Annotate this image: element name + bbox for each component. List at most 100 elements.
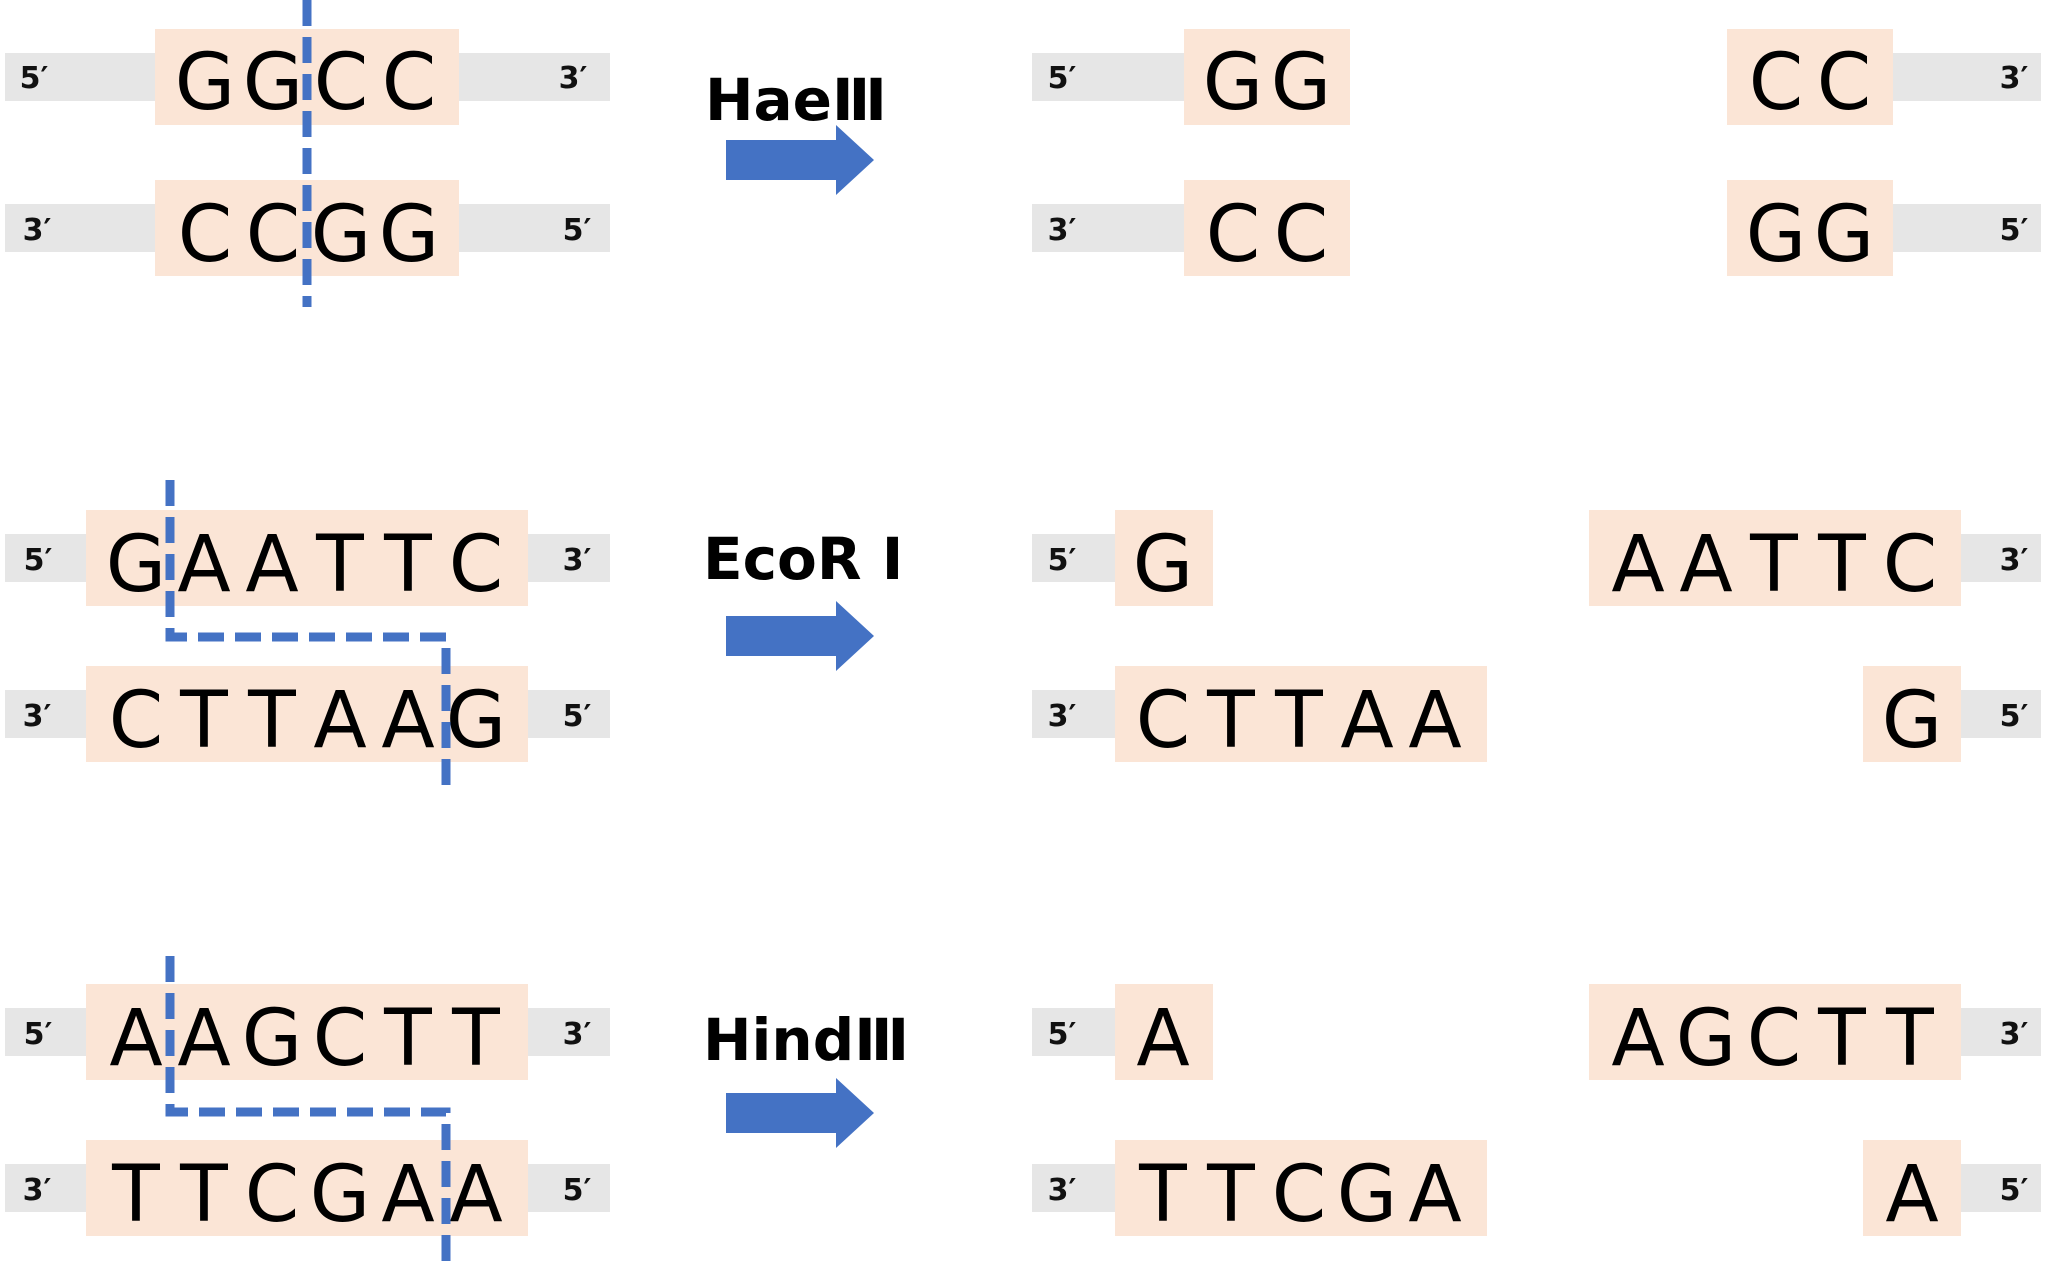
end-label-left: 5′ xyxy=(24,1017,53,1052)
strand-backbone xyxy=(1955,1164,2041,1212)
end-label-left: 5′ xyxy=(1048,543,1077,578)
base: A xyxy=(1408,1150,1461,1240)
site-bottom-strand: 3′ 5′ T T C G A A xyxy=(5,1140,610,1240)
strand-backbone xyxy=(1032,204,1187,252)
product-left-hindiii: 5′ A 3′ T T C G A xyxy=(1032,984,1487,1240)
base: T xyxy=(179,1150,228,1240)
row-ecori: 5′ 3′ G A A T T C 3′ 5′ C T T A A G xyxy=(5,480,2041,785)
base: T xyxy=(179,676,228,766)
site-bottom-strand: 3′ 5′ C T T A A G xyxy=(5,666,610,766)
base: C xyxy=(382,38,436,128)
cut-line xyxy=(165,480,451,785)
end-label-left: 5′ xyxy=(1048,1017,1077,1052)
base: T xyxy=(247,676,296,766)
base: T xyxy=(1206,1150,1255,1240)
base: A xyxy=(313,676,366,766)
base: C xyxy=(1206,190,1260,280)
base: A xyxy=(1611,520,1664,610)
end-label-right: 5′ xyxy=(2000,1173,2029,1208)
product-right-hindiii: 3′ A G C T T 5′ A xyxy=(1589,984,2041,1240)
base: G xyxy=(1746,190,1806,280)
base: G xyxy=(311,190,371,280)
base: C xyxy=(246,190,300,280)
base: T xyxy=(451,994,500,1084)
base: T xyxy=(1885,994,1934,1084)
end-label-right: 5′ xyxy=(563,213,592,248)
base: A xyxy=(1136,994,1189,1084)
base: C xyxy=(1817,38,1871,128)
end-label-right: 3′ xyxy=(563,543,592,578)
base: G xyxy=(106,520,166,610)
recognition-box xyxy=(86,666,528,762)
base: C xyxy=(1747,994,1801,1084)
site-ecori: 5′ 3′ G A A T T C 3′ 5′ C T T A A G xyxy=(5,480,610,785)
end-label-left: 3′ xyxy=(23,1173,52,1208)
recognition-box xyxy=(1589,510,1961,606)
base: C xyxy=(449,520,503,610)
end-label-right: 3′ xyxy=(2000,543,2029,578)
base: T xyxy=(111,1150,160,1240)
base: G xyxy=(1133,520,1193,610)
base: G xyxy=(446,676,506,766)
end-label-right: 5′ xyxy=(2000,699,2029,734)
base: C xyxy=(178,190,232,280)
end-label-right: 3′ xyxy=(2000,61,2029,96)
recognition-box xyxy=(1589,984,1961,1080)
base: T xyxy=(1749,520,1798,610)
reaction-haeiii: HaeⅢ xyxy=(705,66,887,195)
right-arrow-icon xyxy=(726,601,874,671)
end-label-right: 5′ xyxy=(2000,213,2029,248)
base: A xyxy=(177,994,230,1084)
recognition-box xyxy=(1115,666,1487,762)
base: A xyxy=(1885,1150,1938,1240)
base: A xyxy=(449,1150,502,1240)
row-hindiii: 5′ 3′ A A G C T T 3′ 5′ T T C G A A xyxy=(5,956,2041,1262)
base: A xyxy=(245,520,298,610)
base: G xyxy=(175,38,235,128)
recognition-box xyxy=(1727,29,1893,125)
base: C xyxy=(1883,520,1937,610)
base: A xyxy=(381,1150,434,1240)
base: G xyxy=(243,38,303,128)
end-label-left: 5′ xyxy=(1048,61,1077,96)
recognition-box xyxy=(1727,180,1893,276)
base: A xyxy=(381,676,434,766)
end-label-left: 3′ xyxy=(1048,213,1077,248)
base: G xyxy=(1882,676,1942,766)
base: A xyxy=(1340,676,1393,766)
base: A xyxy=(1679,520,1732,610)
end-label-left: 3′ xyxy=(1048,1173,1077,1208)
enzyme-label: EcoR Ⅰ xyxy=(703,525,903,593)
base: C xyxy=(313,994,367,1084)
site-top-strand: 5′ 3′ G A A T T C xyxy=(5,510,610,610)
cut-line xyxy=(165,956,451,1262)
strand-backbone xyxy=(1032,1008,1122,1056)
row-haeiii: 5′ 3′ G G C C 3′ 5′ C C G G HaeⅢ xyxy=(5,0,2041,307)
end-label-right: 3′ xyxy=(2000,1017,2029,1052)
end-label-right: 5′ xyxy=(563,1173,592,1208)
base: C xyxy=(1749,38,1803,128)
base: T xyxy=(315,520,364,610)
enzyme-label: HaeⅢ xyxy=(705,66,887,134)
base: G xyxy=(379,190,439,280)
end-label-left: 5′ xyxy=(20,61,49,96)
product-left-ecori: 5′ G 3′ C T T A A xyxy=(1032,510,1487,766)
end-label-left: 3′ xyxy=(23,699,52,734)
base: C xyxy=(109,676,163,766)
base: A xyxy=(177,520,230,610)
strand-backbone xyxy=(1032,690,1122,738)
base: T xyxy=(1817,520,1866,610)
base: C xyxy=(1272,1150,1326,1240)
base: A xyxy=(1611,994,1664,1084)
recognition-box xyxy=(86,984,528,1080)
right-arrow-icon xyxy=(726,1078,874,1148)
strand-backbone xyxy=(1885,204,2041,252)
base: T xyxy=(383,994,432,1084)
base: T xyxy=(1138,1150,1187,1240)
base: T xyxy=(1817,994,1866,1084)
recognition-box xyxy=(1115,984,1213,1080)
recognition-box xyxy=(1184,29,1350,125)
right-arrow-icon xyxy=(726,125,874,195)
reaction-hindiii: HindⅢ xyxy=(703,1006,909,1148)
